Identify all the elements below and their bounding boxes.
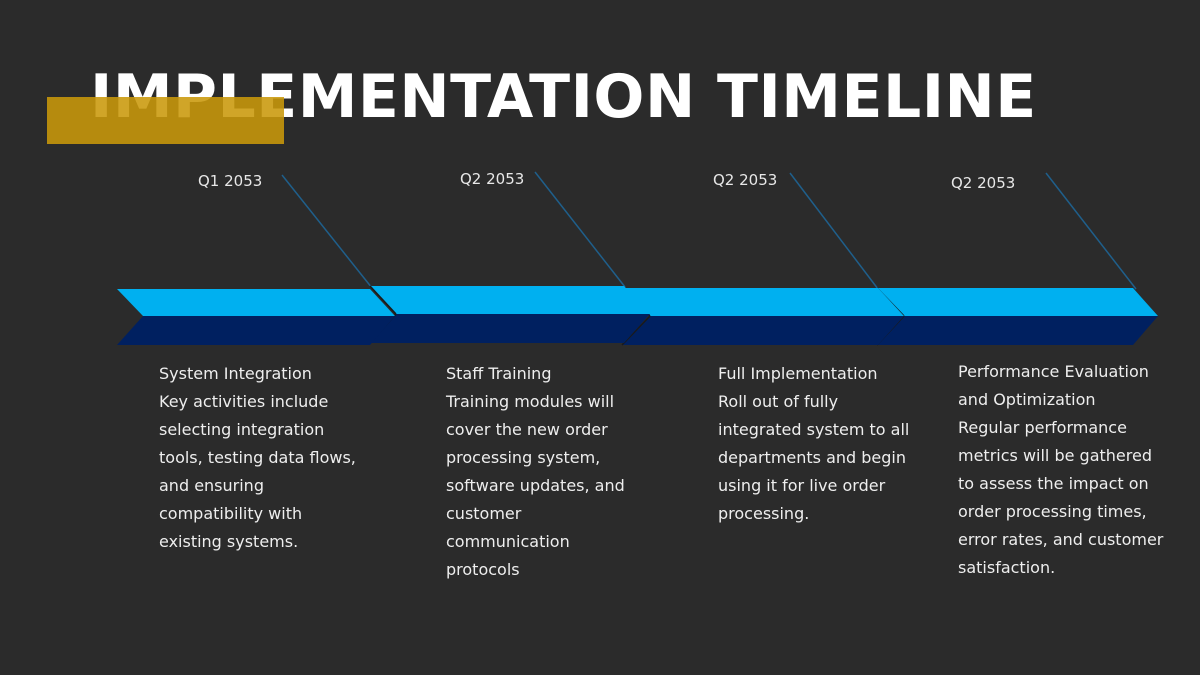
- milestone-description-3: Roll out of fully integrated system to a…: [718, 392, 910, 523]
- milestone-card-4: Performance Evaluation and Optimization …: [958, 358, 1173, 582]
- timeline-segment-2: [369, 285, 650, 344]
- milestone-date-2: Q2 2053: [460, 170, 525, 188]
- timeline-segment-1: [117, 289, 395, 345]
- milestone-description-4: Regular performance metrics will be gath…: [958, 418, 1164, 577]
- connector-line-3: [789, 172, 879, 290]
- milestone-date-4: Q2 2053: [951, 174, 1016, 192]
- connector-line-1: [281, 174, 373, 289]
- milestone-title-1: System Integration: [159, 364, 312, 383]
- milestone-title-3: Full Implementation: [718, 364, 878, 383]
- milestone-date-1: Q1 2053: [198, 172, 263, 190]
- connector-lines: [281, 171, 1137, 290]
- milestone-date-3: Q2 2053: [713, 171, 778, 189]
- connector-line-4: [1045, 172, 1137, 290]
- title-accent-bar: [47, 97, 284, 144]
- timeline-segment-4: [876, 287, 1158, 346]
- milestone-title-4: Performance Evaluation and Optimization: [958, 362, 1149, 409]
- milestone-description-1: Key activities include selecting integra…: [159, 392, 356, 551]
- milestone-title-2: Staff Training: [446, 364, 552, 383]
- timeline-segment-3: [621, 287, 904, 346]
- connector-line-2: [534, 171, 626, 288]
- milestone-card-2: Staff Training Training modules will cov…: [446, 360, 641, 584]
- milestone-card-3: Full Implementation Roll out of fully in…: [718, 360, 918, 528]
- milestone-description-2: Training modules will cover the new orde…: [446, 392, 625, 579]
- milestone-card-1: System Integration Key activities includ…: [159, 360, 359, 556]
